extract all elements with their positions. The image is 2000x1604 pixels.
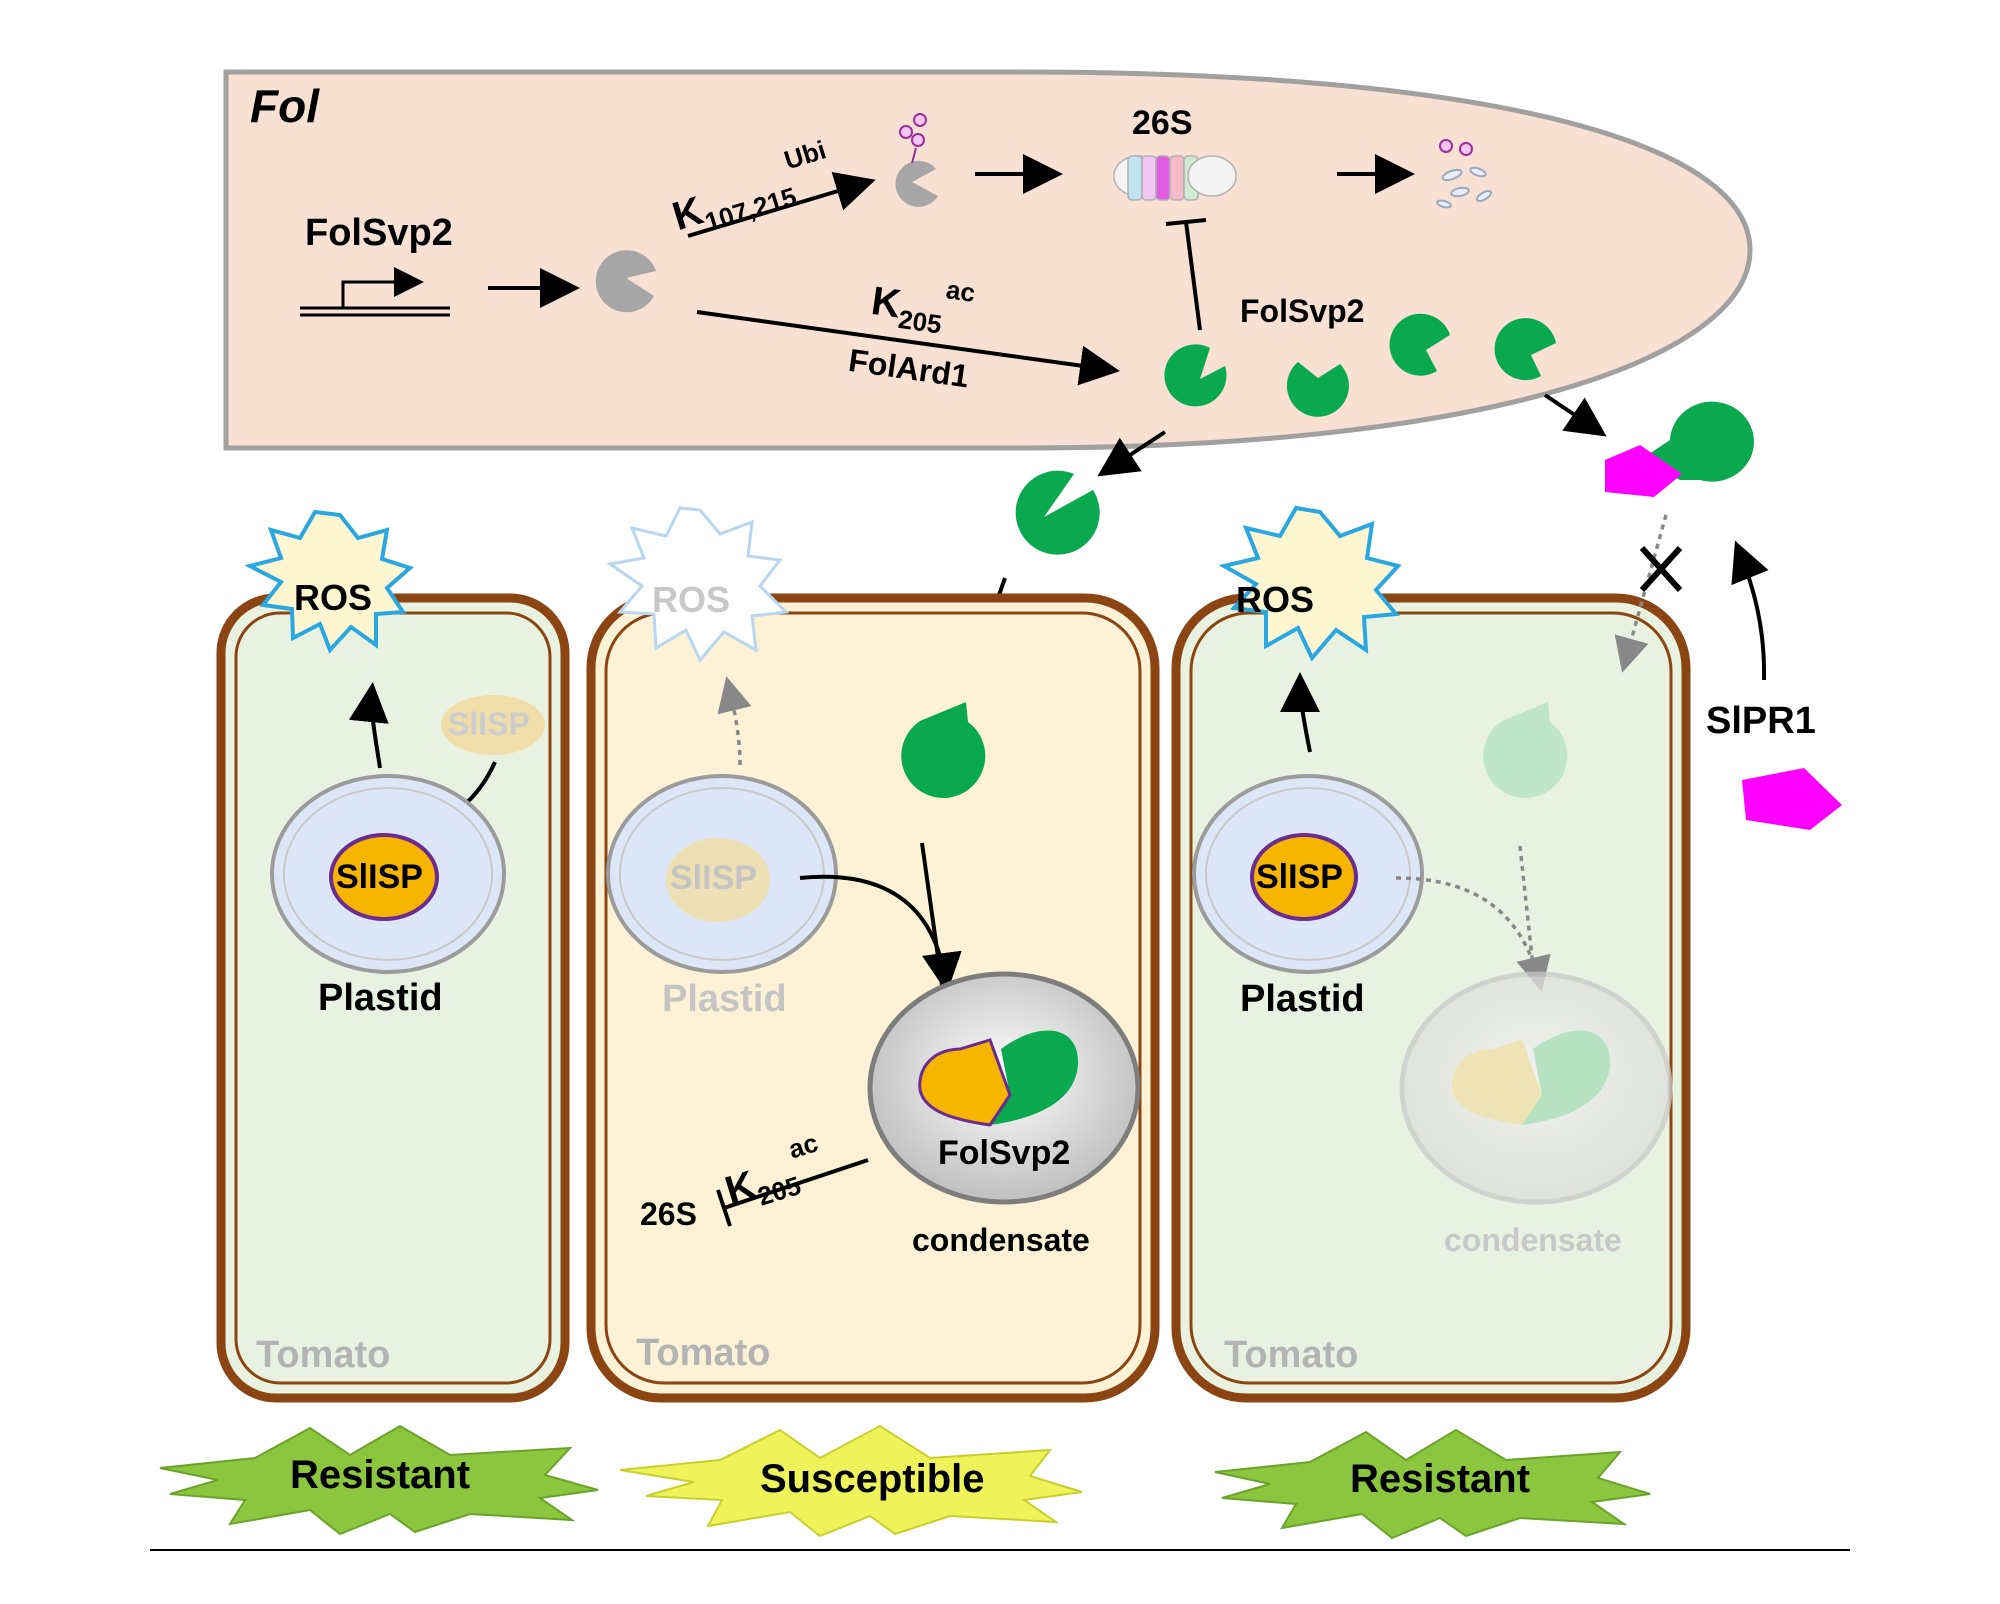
slpr1-complex [1605,401,1754,497]
ros-production-arrow-dashed [717,676,752,766]
secretion-arrow [1097,430,1167,477]
ubiquitination-arrow [687,172,876,238]
fungus-label: Fol [250,80,320,132]
gene-label: FolSvp2 [305,212,453,254]
svg-text:K205ac: K205ac [868,264,977,343]
outcome-resistant-left: Resistant [159,1424,599,1536]
plastid [1192,774,1424,974]
plastid-slisp-label: SlISP [1256,858,1343,896]
condensate-label: condensate [912,1222,1090,1258]
folsvp2-label: FolSvp2 [1240,293,1364,329]
ros-burst-icon [1218,505,1402,662]
fungus-hypha: Fol FolSvp2 K107,215Ubi 26S [223,69,1753,451]
ros-label: ROS [652,579,730,620]
slpr1-label: SlPR1 [1706,700,1816,742]
ac-site-label: K205ac [716,1127,832,1220]
blocked-effector-arrow [1518,845,1537,986]
proteasome-26s-icon [1113,155,1237,201]
plastid-label: Plastid [318,977,443,1019]
ros-production-arrow [1280,672,1321,753]
plastid-slisp-label: SlISP [336,858,423,896]
plastid-slisp-label: SlISP [670,859,757,897]
proteasome-inhibition-icon [716,1158,869,1227]
secreted-folsvp2-icon [1015,470,1100,555]
ros-burst-icon [244,509,414,654]
proteasome-label: 26S [1132,104,1193,142]
plastid-label: Plastid [1240,978,1365,1020]
host-label: Tomato [1224,1334,1358,1376]
condensate [867,971,1141,1205]
condensate-slisp-icon [918,1038,1012,1127]
ros-production-arrow [348,682,389,769]
ac-site-label: K205ac [868,264,977,343]
outcome-label: Resistant [290,1453,470,1497]
plastid-slisp-icon-faint [666,838,770,922]
outcome-resistant-right: Resistant [1214,1428,1651,1540]
degraded-peptides-icon [1436,139,1493,209]
slpr1-bound-icon [1605,445,1682,497]
slpr1-icon [1742,768,1842,830]
folsvp2-effector-icon [1494,318,1556,381]
folsvp2-effector-icon [901,702,986,798]
secretion-arrow-right [1543,393,1607,437]
condensate-folsvp2-icon [990,1030,1079,1125]
ros-burst-icon-faint [606,506,790,663]
ros-label: ROS [1236,579,1314,620]
outcome-label: Susceptible [760,1457,985,1501]
cell-membrane [604,611,1142,1385]
block-x-icon [1639,545,1683,593]
host-label: Tomato [636,1332,770,1374]
svg-text:K205ac: K205ac [716,1127,832,1220]
gene-promoter-icon [300,267,450,317]
cell-membrane [1189,611,1673,1385]
host-label: Tomato [256,1334,390,1376]
folsvp2-effector-faint-icon [1483,702,1568,798]
acetylation-arrow [696,310,1120,386]
condensate-protein-label: FolSvp2 [938,1134,1070,1172]
blocked-sequestration-arrow [1395,876,1551,992]
folsvp2-effector-icon [1389,313,1450,376]
plastid-label: Plastid [662,978,787,1020]
slpr1-binding-arrow [1731,540,1769,681]
tomato-cell-middle: ROS SlISP Plastid FolSvp2 condensate K20… [586,506,1160,1403]
condensate-faint [1399,971,1673,1205]
folsvp2-bound-icon [1640,401,1754,482]
effector-to-condensate-arrow [920,842,944,986]
tomato-cell-left: ROS SlISP SlISP Plastid Tomato [216,509,570,1403]
ubiquitin-chain-icon [899,113,927,164]
outcome-label: Resistant [1350,1457,1530,1501]
tomato-cell-right: ROS SlISP Plastid condensate Tomato [1171,505,1691,1403]
blocked-entry-arrow [1614,514,1668,673]
plastid [606,774,838,974]
plastid-slisp-icon [329,833,439,921]
plastid-slisp-icon [1250,833,1358,921]
cytosolic-slisp-icon [441,695,545,755]
plastid [270,774,506,974]
folsvp2-effector-icon [1164,344,1227,407]
proteasome-label: 26S [640,1196,697,1232]
outcome-susceptible: Susceptible [619,1424,1083,1538]
ubiquitinated-protein-icon [895,160,938,207]
folsvp2-effector-icon [1286,362,1349,417]
nascent-protein-icon [595,250,656,313]
ros-label: ROS [294,577,372,618]
proteasome-inhibition-icon [1165,218,1207,331]
hypha-body [223,69,1753,451]
condensate-label: condensate [1444,1222,1622,1258]
cytosolic-slisp-label: SlISP [448,706,530,742]
